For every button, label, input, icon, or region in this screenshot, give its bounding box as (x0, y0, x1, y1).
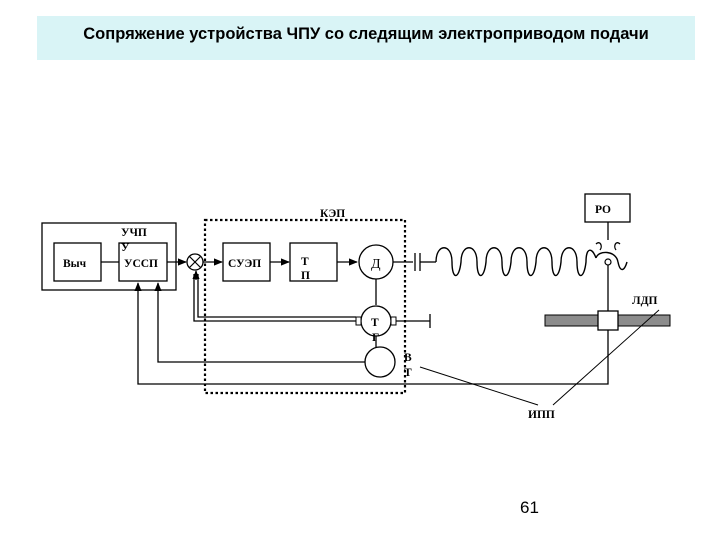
tp-box (289, 242, 338, 282)
ball-screw (435, 247, 597, 277)
tg-label: Т (371, 317, 379, 329)
kep-label: КЭП (320, 208, 345, 220)
ldp-reader (597, 310, 619, 331)
uchpu-label-2: У (121, 242, 130, 254)
ro-box (584, 193, 631, 223)
suep-label: СУЭП (228, 258, 261, 270)
uchpu-label: УЧП (121, 227, 147, 239)
tacho-feedback-outer (193, 274, 356, 322)
slide-title: Сопряжение устройства ЧПУ со следящим эл… (83, 25, 649, 43)
ipp-leader-ldp (552, 309, 660, 406)
ussp-label: УССП (124, 258, 158, 270)
tp-label-2: П (301, 270, 310, 282)
vt-sensor (364, 346, 396, 378)
ldp-label: ЛДП (632, 295, 657, 307)
page-number: 61 (520, 498, 539, 517)
uchpu-block (41, 222, 177, 291)
screw-nut (595, 251, 628, 271)
nut-bearing-right (614, 242, 621, 251)
motor-d-label: Д (371, 257, 381, 272)
ro-label: РО (595, 204, 611, 216)
tp-label: Т (301, 256, 309, 268)
vt-feedback-line (154, 282, 365, 363)
tg-brush-right (390, 316, 397, 326)
summing-cross-b (189, 256, 201, 268)
nut-bearing-left (595, 242, 602, 251)
vych-label: Выч (63, 258, 87, 270)
ldp-feedback-line (134, 282, 609, 385)
ipp-leader-vt (419, 366, 539, 406)
tg-brush-left (355, 316, 362, 326)
tacho-feedback-inner (197, 274, 356, 318)
nut-center (604, 258, 612, 266)
vt-label-2: Т (404, 367, 412, 379)
title-banner: Сопряжение устройства ЧПУ со следящим эл… (37, 16, 695, 60)
vt-label: В (404, 352, 412, 364)
kep-boundary (203, 218, 407, 395)
ipp-label: ИПП (528, 409, 555, 421)
